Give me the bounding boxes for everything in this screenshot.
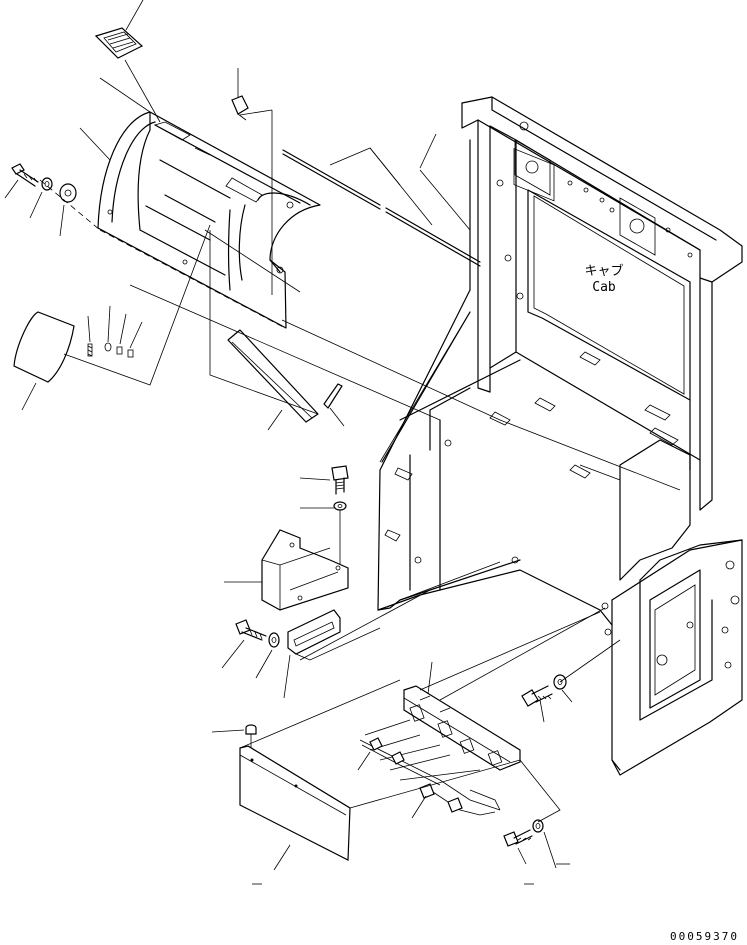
mount-bracket — [261, 529, 349, 611]
bolt-right — [521, 674, 567, 707]
lower-cover — [239, 724, 351, 861]
drawing-number: 00059370 — [670, 930, 739, 943]
cab-frame — [377, 96, 743, 776]
reference-lines — [63, 59, 681, 491]
lower-reference-lines — [239, 589, 621, 823]
upper-cover-assembly — [94, 27, 321, 329]
mounting-plate — [287, 609, 381, 661]
pad-hardware — [87, 342, 134, 358]
leader-lines — [4, 0, 573, 885]
cab-label: キャブ Cab — [578, 264, 630, 296]
bolt-and-washers-top — [11, 163, 101, 231]
clip — [231, 95, 249, 121]
harness-bracket — [403, 685, 521, 771]
bolt-mid — [331, 465, 349, 570]
cab-label-english: Cab — [592, 280, 616, 295]
wire-harness — [359, 719, 501, 816]
bolt-bottom — [503, 819, 544, 847]
rubber-strips — [227, 149, 481, 423]
bolt-low-mid — [235, 619, 280, 648]
cab-label-japanese: キャブ — [584, 264, 624, 279]
pad — [13, 311, 75, 383]
